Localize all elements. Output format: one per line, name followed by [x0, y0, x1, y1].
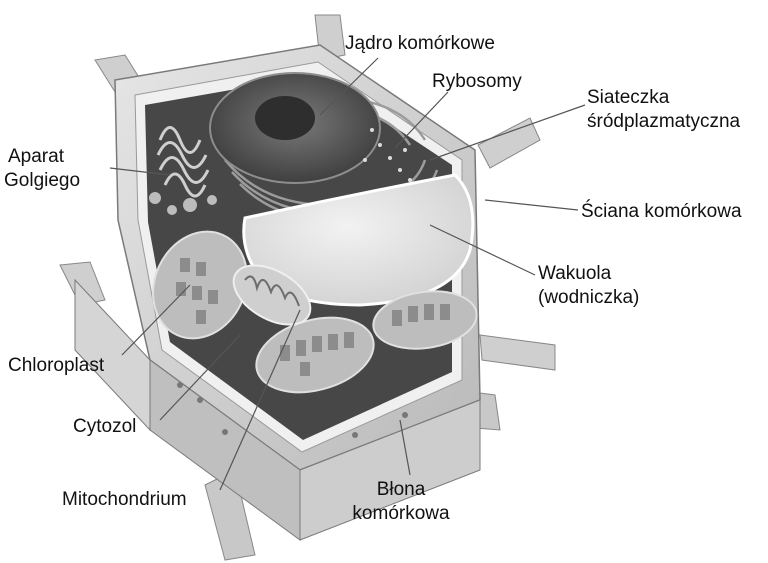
mitochondrion: [232, 264, 312, 326]
chloroplast: [152, 230, 248, 340]
nucleolus: [255, 96, 315, 140]
chloroplast-2: [255, 316, 375, 394]
label-membrane-line-2: komórkowa: [352, 503, 450, 524]
label-membrane-line-1: Błona: [376, 479, 426, 500]
label-cytosol: Cytozol: [73, 416, 137, 437]
label-vacuole-line-2: (wodniczka): [538, 287, 640, 308]
label-nucleus: Jądro komórkowe: [345, 33, 495, 54]
leader-lines: [109, 57, 586, 491]
label-cell-membrane: Błona komórkowa: [342, 478, 460, 526]
label-vacuole-line-1: Wakuola: [538, 263, 612, 284]
label-mitochondrion: Mitochondrium: [62, 489, 187, 510]
label-golgi-line-2: Golgiego: [4, 170, 81, 191]
label-chloroplast: Chloroplast: [8, 355, 105, 376]
label-golgi: Aparat Golgiego: [4, 145, 80, 193]
label-cell-wall: Ściana komórkowa: [581, 201, 742, 222]
label-golgi-line-1: Aparat: [8, 146, 64, 167]
chloroplast-3: [372, 290, 478, 350]
label-er-line-2: śródplazmatyczna: [587, 111, 741, 132]
label-ribosomes: Rybosomy: [432, 71, 522, 92]
label-endoplasmic-reticulum: Siateczka śródplazmatyczna: [587, 86, 740, 134]
label-vacuole: Wakuola (wodniczka): [538, 262, 639, 310]
label-er-line-1: Siateczka: [587, 87, 670, 108]
